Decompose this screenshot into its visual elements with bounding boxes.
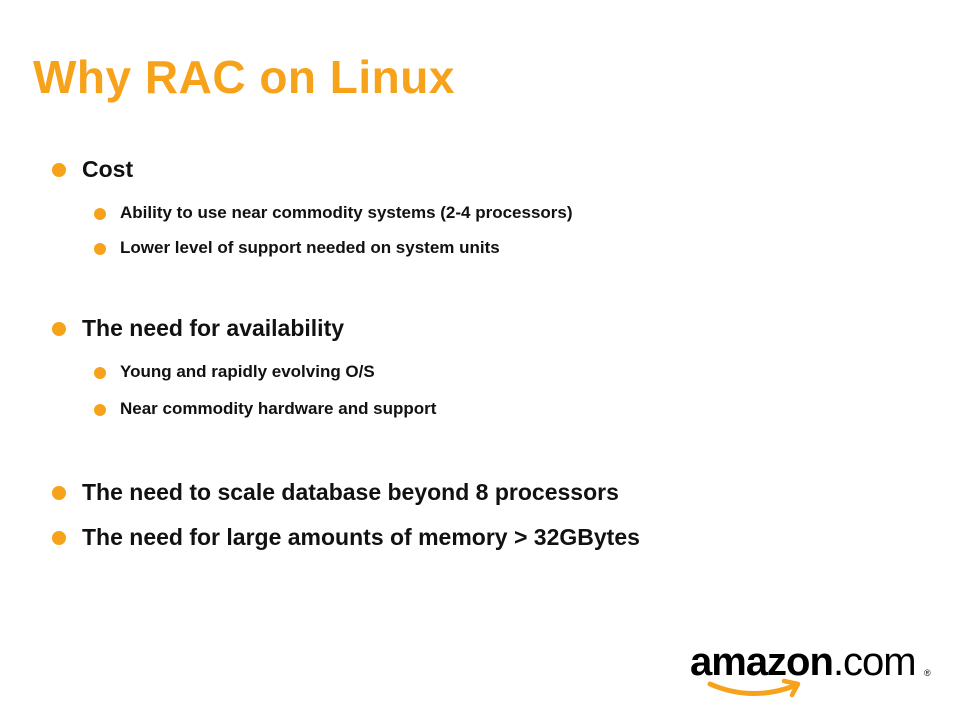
bullet-text: Near commodity hardware and support (120, 399, 437, 418)
bullet-text: Lower level of support needed on system … (120, 238, 500, 257)
bullet-dot-icon (52, 531, 66, 545)
bullet-item: Cost (52, 156, 133, 183)
bullet-text: The need to scale database beyond 8 proc… (82, 479, 619, 505)
bullet-dot-icon (94, 367, 106, 379)
bullet-text: Ability to use near commodity systems (2… (120, 203, 573, 222)
bullet-dot-icon (52, 322, 66, 336)
bullet-text: Cost (82, 156, 134, 182)
bullet-item: The need to scale database beyond 8 proc… (52, 479, 619, 506)
amazon-logo: amazon.com ® (690, 640, 940, 700)
sub-bullet-item: Near commodity hardware and support (94, 399, 436, 419)
slide-title: Why RAC on Linux (33, 51, 455, 103)
sub-bullet-item: Lower level of support needed on system … (94, 238, 500, 258)
bullet-dot-icon (94, 208, 106, 220)
registered-mark: ® (924, 668, 931, 678)
smile-arrow-icon (707, 678, 801, 698)
bullet-text: Young and rapidly evolving O/S (120, 362, 375, 381)
sub-bullet-item: Young and rapidly evolving O/S (94, 362, 375, 382)
bullet-dot-icon (94, 243, 106, 255)
bullet-text: The need for availability (82, 315, 345, 341)
bullet-dot-icon (94, 404, 106, 416)
bullet-dot-icon (52, 486, 66, 500)
logo-wordmark: amazon.com (690, 640, 917, 684)
bullet-dot-icon (52, 163, 66, 177)
sub-bullet-item: Ability to use near commodity systems (2… (94, 203, 573, 223)
bullet-item: The need for large amounts of memory > 3… (52, 524, 640, 551)
bullet-text: The need for large amounts of memory > 3… (82, 524, 640, 550)
bullet-item: The need for availability (52, 315, 344, 342)
